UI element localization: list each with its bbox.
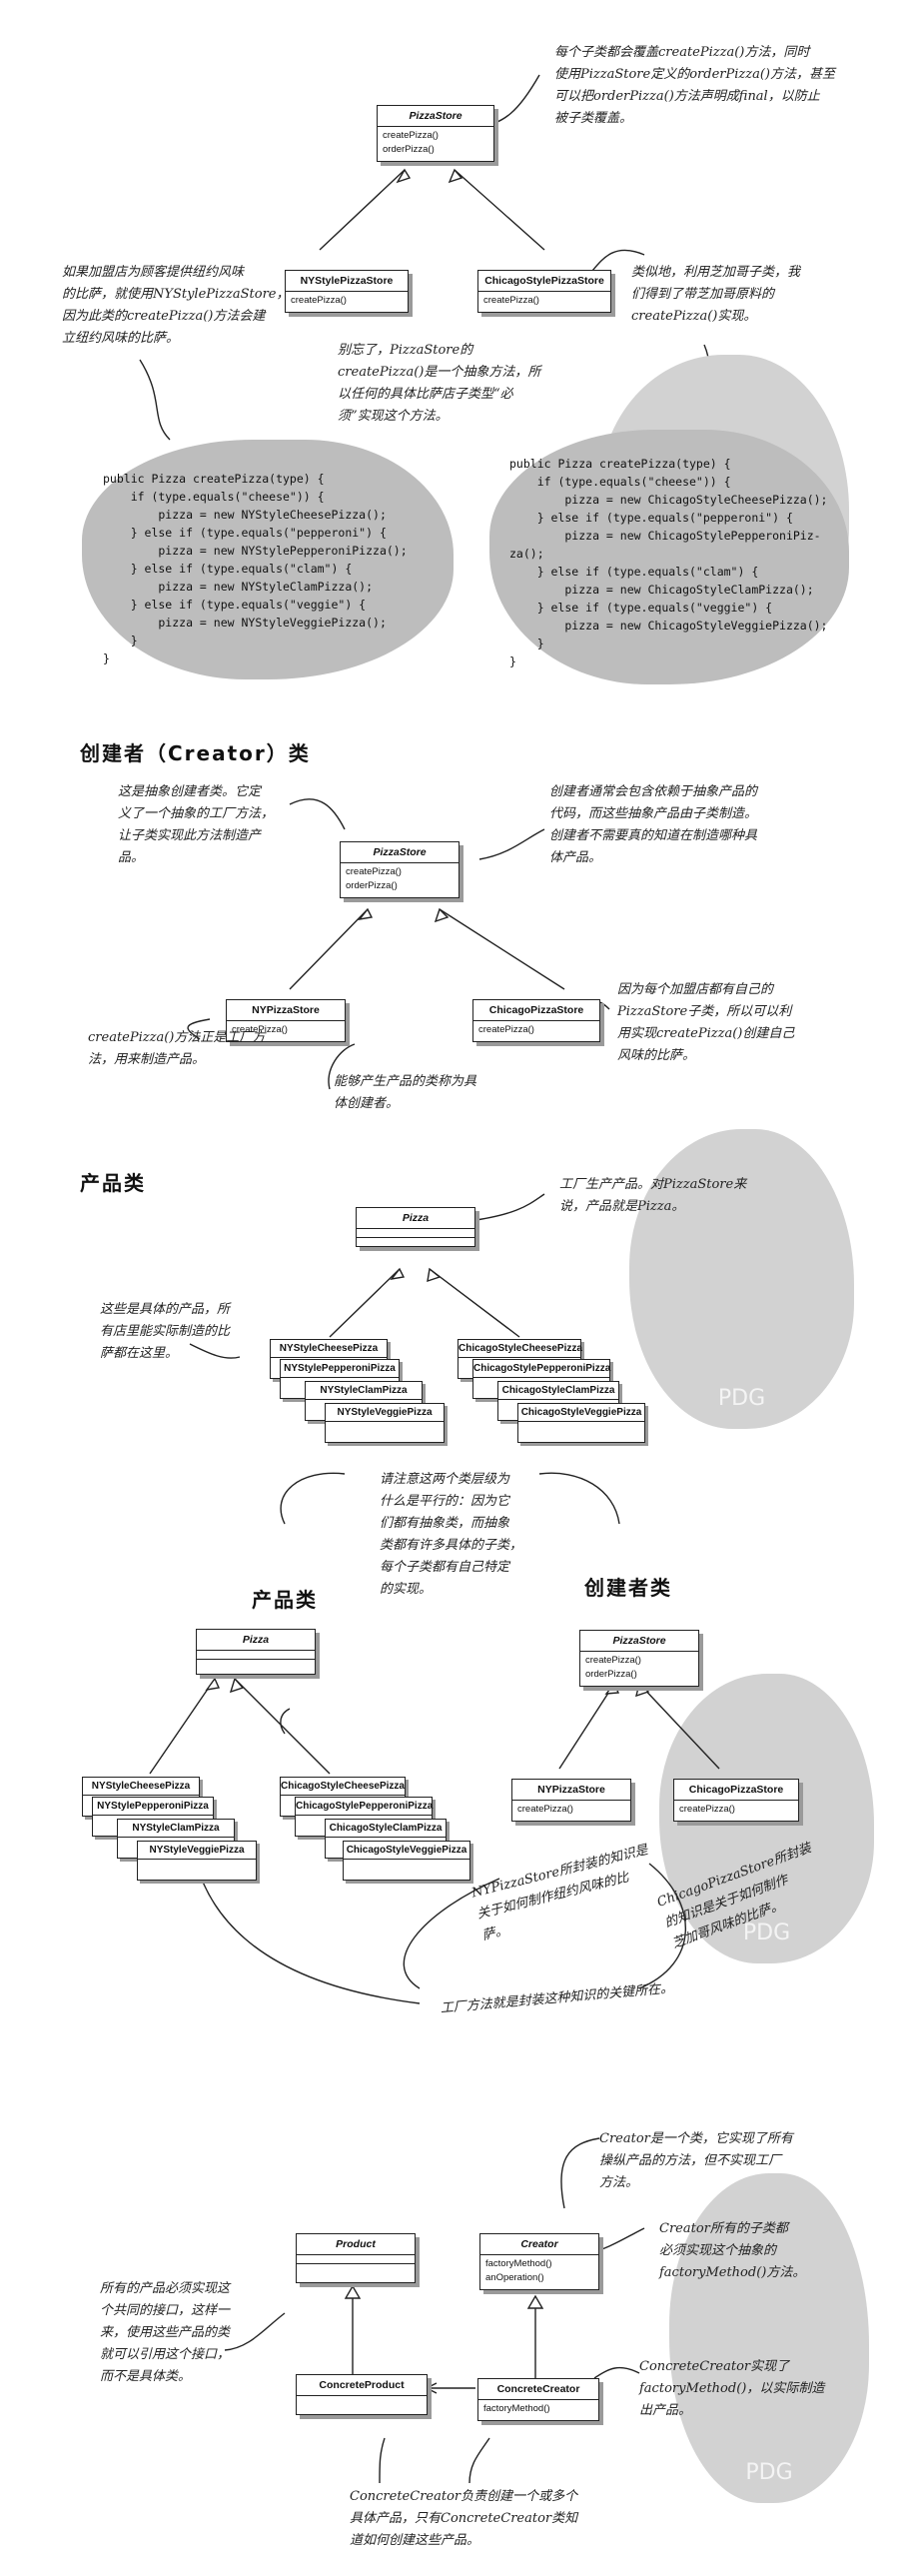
class-name: NYStylePizzaStore <box>286 271 408 292</box>
ny-veggie-card: NYStyleVeggiePizza <box>325 1403 445 1443</box>
note-concrete-products: 这些是具体的产品，所有店里能实际制造的比萨都在这里。 <box>100 1302 231 1361</box>
ny-code-blob <box>82 440 454 679</box>
concretecreator-class: ConcreteCreator factoryMethod() <box>477 2378 599 2421</box>
class-name: Product <box>297 2234 415 2255</box>
chicagostylepizzastore-class: ChicagoStylePizzaStore createPizza() <box>477 270 611 313</box>
ny-createpizza-code: public Pizza createPizza(type) { if (typ… <box>103 472 408 665</box>
note-parallel: 请注意这两个类层级为什么是平行的：因为它们都有抽象类，而抽象类都有许多具体的子类… <box>380 1472 523 1597</box>
op: createPizza() <box>346 866 402 877</box>
class-name: Pizza <box>357 1208 474 1229</box>
op: createPizza() <box>517 1804 573 1815</box>
class-name: PizzaStore <box>580 1631 698 1652</box>
chicagopizzastore-class: ChicagoPizzaStore createPizza() <box>673 1779 799 1822</box>
product-label: 产品类 <box>252 1588 318 1612</box>
note-top-right: 每个子类都会覆盖createPizza()方法，同时使用PizzaStore定义… <box>554 45 835 126</box>
class-name: Creator <box>480 2234 598 2255</box>
note-concrete-creator-role: ConcreteCreator负责创建一个或多个具体产品，只有ConcreteC… <box>350 2489 578 2548</box>
op: orderPizza() <box>346 880 398 891</box>
op: factoryMethod() <box>485 2258 552 2269</box>
concreteproduct-class: ConcreteProduct <box>296 2374 428 2415</box>
class-name: NYPizzaStore <box>512 1780 630 1801</box>
chicagopizzastore-class: ChicagoPizzaStore createPizza() <box>472 999 600 1042</box>
note-creator-class: Creator是一个类，它实现了所有操纵产品的方法，但不实现工厂方法。 <box>599 2131 793 2190</box>
watermark-stamp: PDG <box>669 2173 869 2503</box>
creator-label: 创建者类 <box>584 1576 672 1600</box>
section-pizzastore-hierarchy: PDG PizzaStore createPizza()orderPizza()… <box>0 0 921 689</box>
op: createPizza() <box>291 295 347 306</box>
op: orderPizza() <box>585 1669 637 1680</box>
pizzastore-class: PizzaStore createPizza() orderPizza() <box>579 1630 699 1687</box>
op: createPizza() <box>232 1024 288 1035</box>
section-factory-method-pattern: PDG Product Creator factoryMethod() anOpe… <box>0 2088 921 2576</box>
class-name: PizzaStore <box>341 842 459 863</box>
class-name: PizzaStore <box>378 106 493 127</box>
chicago-veggie-card: ChicagoStyleVeggiePizza <box>343 1841 470 1881</box>
ny-veggie-card: NYStyleVeggiePizza <box>137 1841 257 1881</box>
product-class: Product <box>296 2233 416 2283</box>
note-abstract-creator: 这是抽象创建者类。它定义了一个抽象的工厂方法，让子类实现此方法制造产品。 <box>118 784 275 865</box>
op: factoryMethod() <box>483 2403 550 2414</box>
chicago-code-blob <box>489 430 849 684</box>
class-name: ChicagoPizzaStore <box>674 1780 798 1801</box>
section-parallel-hierarchies: PDG 产品类 创建者类 请注意这两个类层级为什么是平行的：因为它们都有抽象类，… <box>0 1444 921 2083</box>
op: createPizza() <box>585 1655 641 1666</box>
op: createPizza() <box>383 130 439 141</box>
chicago-veggie-card: ChicagoStyleVeggiePizza <box>517 1403 645 1443</box>
class-name: ConcreteProduct <box>297 2375 427 2396</box>
class-name: Pizza <box>197 1630 315 1651</box>
class-name: ChicagoPizzaStore <box>473 1000 599 1021</box>
pizza-class: Pizza <box>356 1207 475 1247</box>
class-name: ChicagoStylePizzaStore <box>478 271 610 292</box>
note-factory-produces: 工厂生产产品。对PizzaStore来说，产品就是Pizza。 <box>559 1177 747 1214</box>
note-concrete-creator: 能够产生产品的类称为具体创建者。 <box>334 1074 477 1111</box>
op: anOperation() <box>485 2272 544 2283</box>
section4-connectors <box>149 1472 720 2004</box>
op: createPizza() <box>478 1024 534 1035</box>
class-name: ConcreteCreator <box>478 2379 598 2400</box>
nypizzastore-class: NYPizzaStore createPizza() <box>226 999 346 1042</box>
note-creator-code: 创建者通常会包含依赖于抽象产品的代码，而这些抽象产品由子类制造。创建者不需要真的… <box>549 784 758 865</box>
section-creator-classes: 创建者（Creator）类 PizzaStore createPizza() or… <box>0 699 921 1139</box>
nypizzastore-class: NYPizzaStore createPizza() <box>511 1779 631 1822</box>
pizzastore-creator-class: PizzaStore createPizza() orderPizza() <box>340 841 460 898</box>
op: createPizza() <box>679 1804 735 1815</box>
class-name: NYPizzaStore <box>227 1000 345 1021</box>
creator-heading: 创建者（Creator）类 <box>80 741 311 765</box>
chicago-createpizza-code: public Pizza createPizza(type) { if (typ… <box>509 457 828 668</box>
creator-class: Creator factoryMethod() anOperation() <box>479 2233 599 2290</box>
op: orderPizza() <box>383 144 435 155</box>
nystylepizzastore-class: NYStylePizzaStore createPizza() <box>285 270 409 313</box>
note-factory-method: createPizza()方法正是工厂方法，用来制造产品。 <box>88 1030 266 1067</box>
pizza-class: Pizza <box>196 1629 316 1675</box>
pizzastore-class: PizzaStore createPizza() orderPizza() <box>377 105 494 162</box>
product-heading: 产品类 <box>80 1171 146 1195</box>
op: createPizza() <box>483 295 539 306</box>
note-product-interface: 所有的产品必须实现这个共同的接口，这样一来，使用这些产品的类就可以引用这个接口，… <box>100 2281 231 2384</box>
section3-connectors <box>189 1193 545 1359</box>
watermark-stamp: PDG <box>629 1129 854 1429</box>
section-product-classes: 产品类 PDG Pizza NYStyleCheesePizza NYStyle… <box>0 1129 921 1443</box>
note-left: 如果加盟店为顾客提供纽约风味的比萨，就使用NYStylePizzaStore，因… <box>62 265 290 346</box>
